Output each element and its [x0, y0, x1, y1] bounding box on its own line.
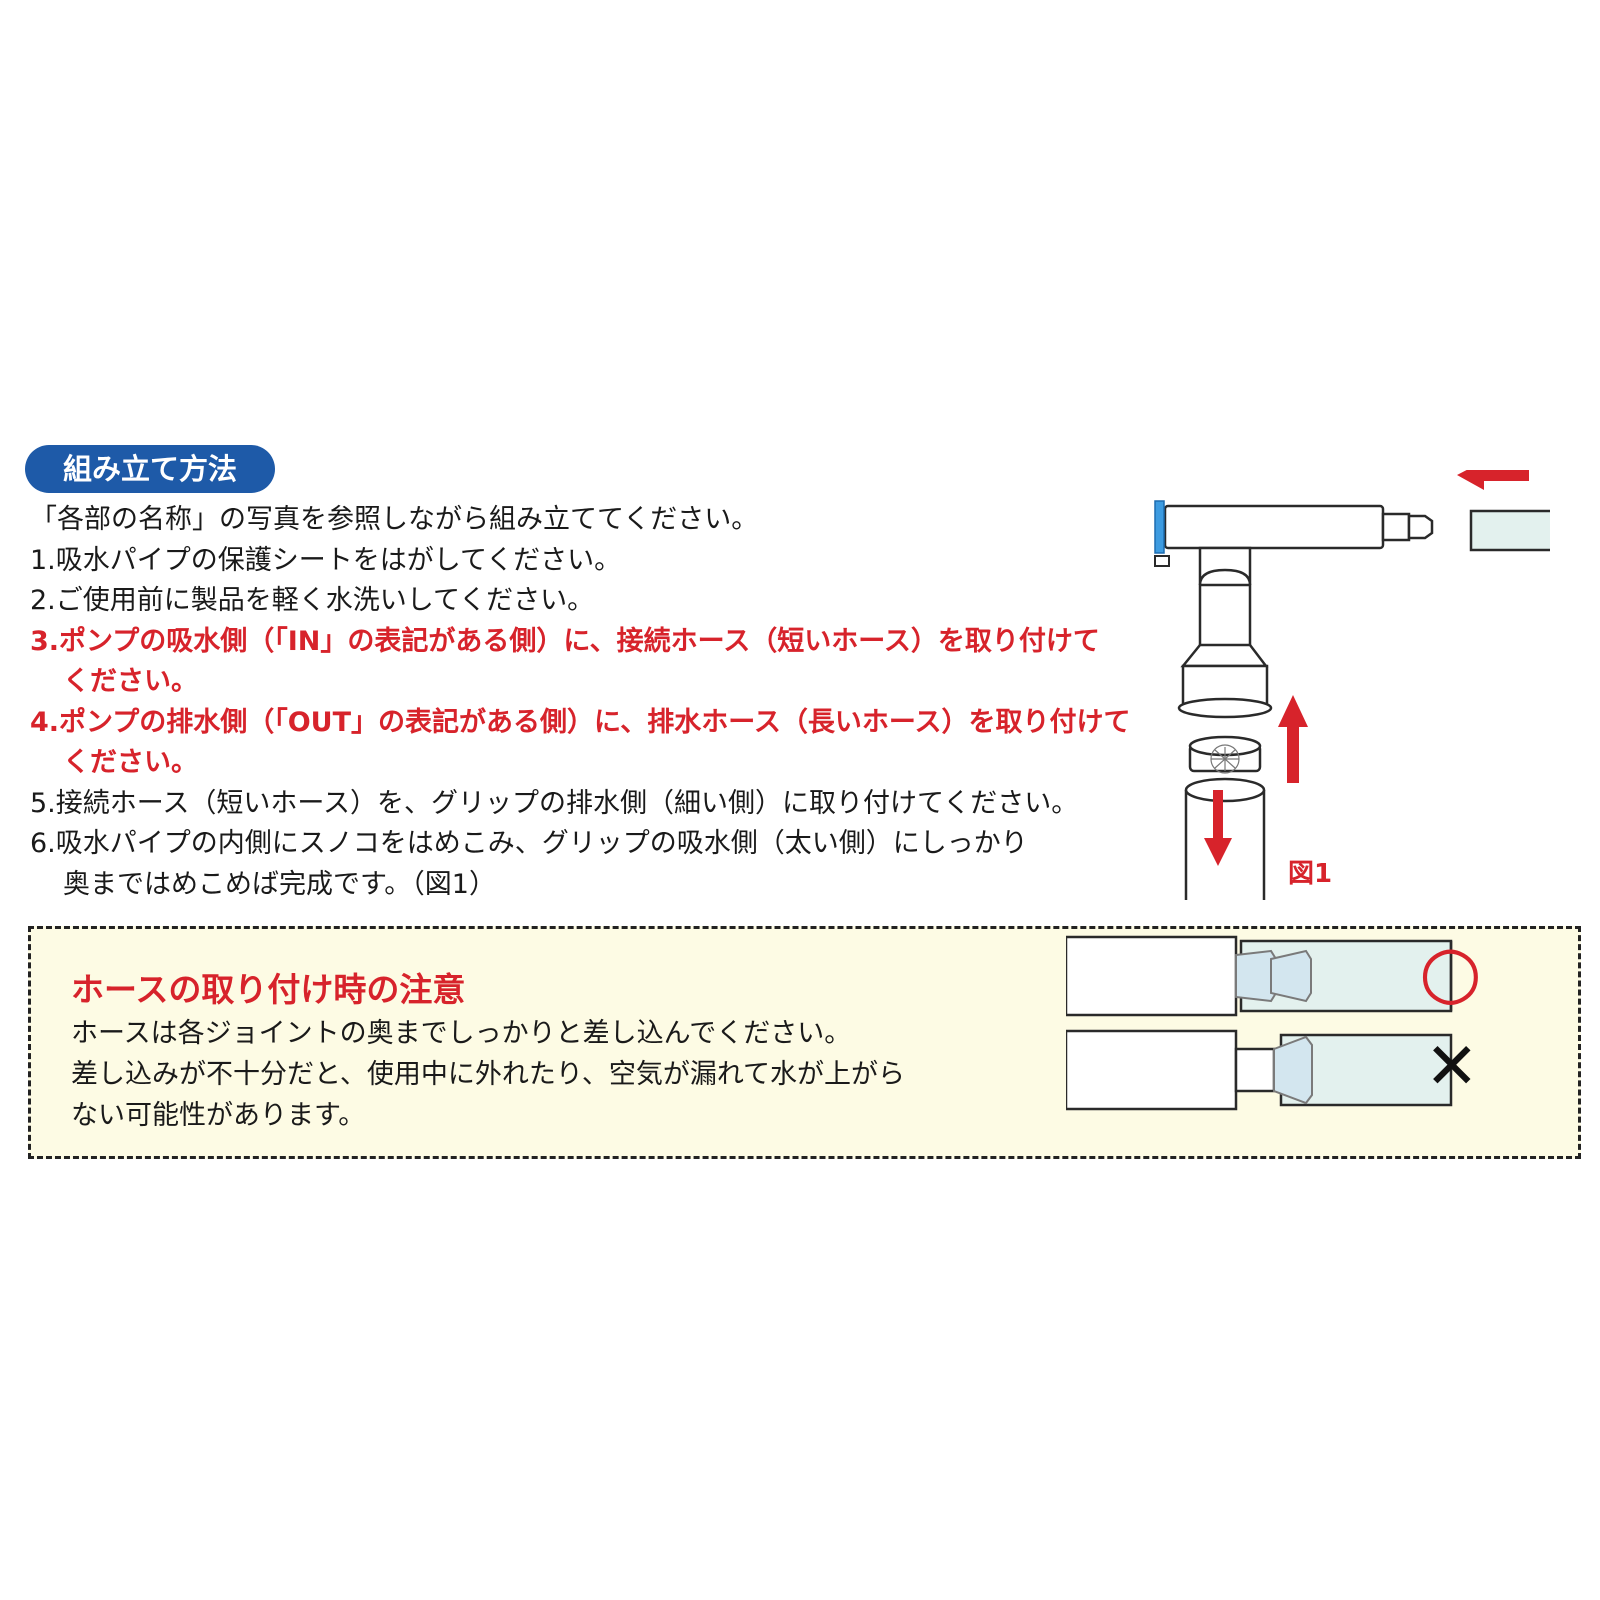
step-6-continued: 奥まではめこめば完成です。（図1）: [63, 868, 496, 900]
pump-foot: [1154, 555, 1170, 567]
caution-line-2: 差し込みが不十分だと、使用中に外れたり、空気が漏れて水が上がら: [71, 1059, 906, 1090]
grip-cone: [1180, 643, 1269, 668]
step-3: 3.ポンプの吸水側（「IN」の表記がある側）に、接続ホース（短いホース）を取り付…: [30, 625, 1100, 657]
caution-line-3: ない可能性があります。: [71, 1100, 366, 1131]
pump-plate: [1154, 500, 1165, 554]
hose-connection-diagram: [1066, 935, 1453, 1111]
grip-rim: [1177, 697, 1273, 719]
wrong-connection: [1066, 1029, 1453, 1111]
wrong-joint-body: [1066, 1029, 1238, 1111]
step-4-continued: ください。: [63, 747, 198, 778]
step-4: 4.ポンプの排水側（「OUT」の表記がある側）に、排水ホース（長いホース）を取り…: [30, 706, 1131, 738]
pump-body: [1163, 504, 1385, 550]
step-1: 1.吸水パイプの保護シートをはがしてください。: [30, 544, 622, 576]
pump-elbow: [1198, 546, 1252, 586]
pump-nozzle-tip: [1407, 514, 1434, 540]
step-6: 6.吸水パイプの内側にスノコをはめこみ、グリップの吸水側（太い側）にしっかり: [30, 828, 1028, 859]
step-5: 5.接続ホース（短いホース）を、グリップの排水側（細い側）に取り付けてください。: [30, 787, 1079, 819]
instructions-intro: 「各部の名称」の写真を参照しながら組み立ててください。: [30, 504, 759, 535]
caution-line-1: ホースは各ジョイントの奥までしっかりと差し込んでください。: [71, 1018, 852, 1049]
suction-pipe: [1184, 790, 1266, 900]
wrong-joint-neck: [1234, 1047, 1276, 1093]
wrong-mark: ✕: [1425, 1030, 1479, 1104]
correct-joint-barb-2: [1270, 949, 1312, 1003]
section-badge: 組み立て方法: [25, 445, 275, 493]
assembly-instructions: 「各部の名称」の写真を参照しながら組み立ててください。 1.吸水パイプの保護シー…: [30, 500, 1131, 905]
caution-title: ホースの取り付け時の注意: [71, 970, 466, 1009]
step-3-continued: ください。: [63, 666, 198, 697]
suction-pipe-top: [1184, 777, 1266, 803]
arrow-down: [1204, 790, 1232, 866]
pump-nozzle: [1381, 512, 1411, 542]
arrow-left: [1457, 470, 1529, 490]
caution-body: ホースは各ジョイントの奥までしっかりと差し込んでください。 差し込みが不十分だと…: [71, 1013, 905, 1136]
arrow-up: [1278, 695, 1308, 783]
pump-vertical-pipe: [1198, 583, 1252, 649]
wrong-joint-barb: [1273, 1035, 1313, 1105]
assembly-figure: [1154, 470, 1550, 900]
figure-label: 図1: [1288, 859, 1333, 889]
correct-connection: [1066, 935, 1453, 1017]
strainer-pattern: [1210, 744, 1240, 774]
caution-box: ホースの取り付け時の注意 ホースは各ジョイントの奥までしっかりと差し込んでくださ…: [28, 926, 1581, 1159]
correct-joint-body: [1066, 935, 1238, 1017]
correct-mark: ○: [1419, 929, 1482, 1013]
short-hose: [1469, 509, 1550, 552]
step-2: 2.ご使用前に製品を軽く水洗いしてください。: [30, 585, 595, 616]
